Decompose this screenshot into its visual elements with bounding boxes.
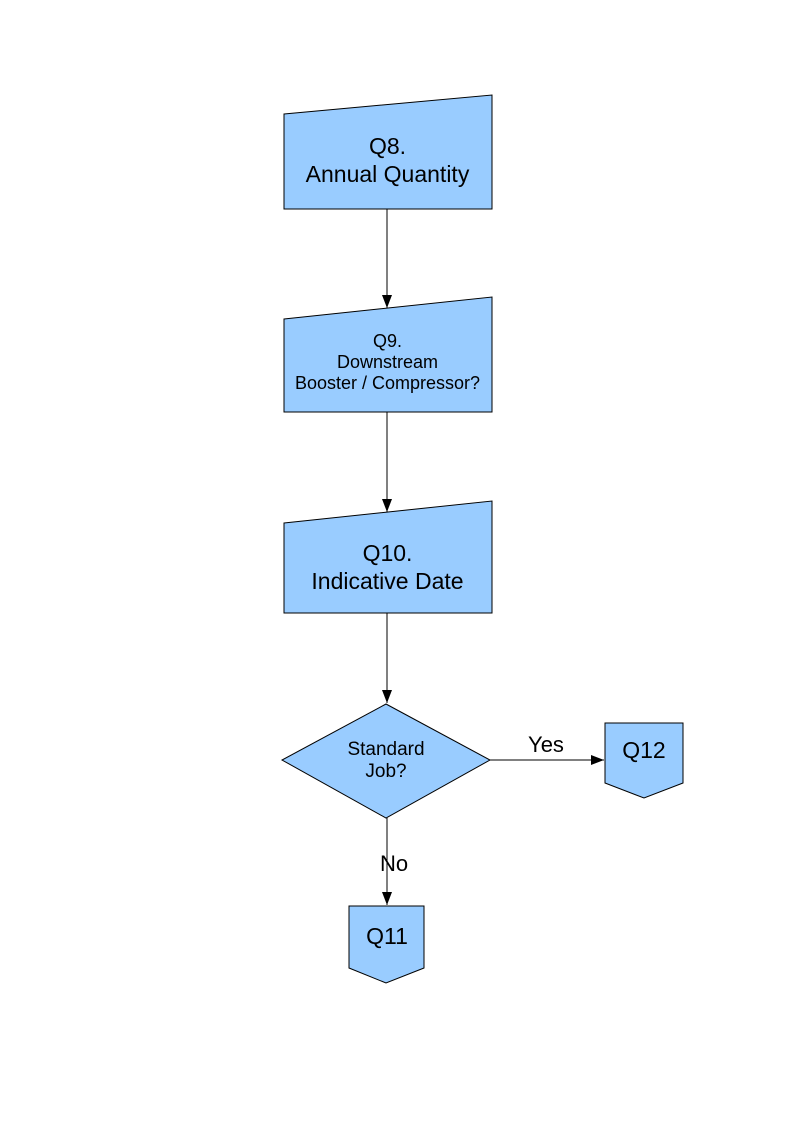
q11-label: Q11 (366, 923, 408, 949)
q9-label-line2: Downstream (336, 352, 439, 372)
q10-label-line1: Q10. (362, 540, 413, 566)
q12-offpage-connector-shape (604, 722, 684, 799)
q10-label-line2: Indicative Date (311, 568, 464, 594)
decision-diamond-shape (280, 703, 492, 819)
decision-label-line1: Standard (347, 739, 425, 760)
q9-manual-input-shape (283, 296, 493, 413)
q12-label: Q12 (622, 737, 666, 763)
q8-label-line1: Q8. (368, 133, 407, 159)
q11-offpage-connector-shape (348, 905, 425, 984)
no-edge-label: No (380, 851, 409, 876)
decision-label: Standard Job? (298, 739, 474, 783)
decision-label-line2: Job? (365, 761, 407, 782)
q10-manual-input-shape (283, 500, 493, 614)
q8-label: Q8. Annual Quantity (284, 132, 491, 188)
q8-label-line2: Annual Quantity (305, 161, 470, 187)
q10-label: Q10. Indicative Date (284, 539, 491, 595)
yes-edge-label: Yes (528, 732, 564, 757)
q8-manual-input-shape (283, 94, 493, 210)
q9-label-line1: Q9. (372, 331, 402, 351)
q9-label: Q9. Downstream Booster / Compressor? (284, 331, 491, 394)
q9-label-line3: Booster / Compressor? (294, 373, 481, 393)
